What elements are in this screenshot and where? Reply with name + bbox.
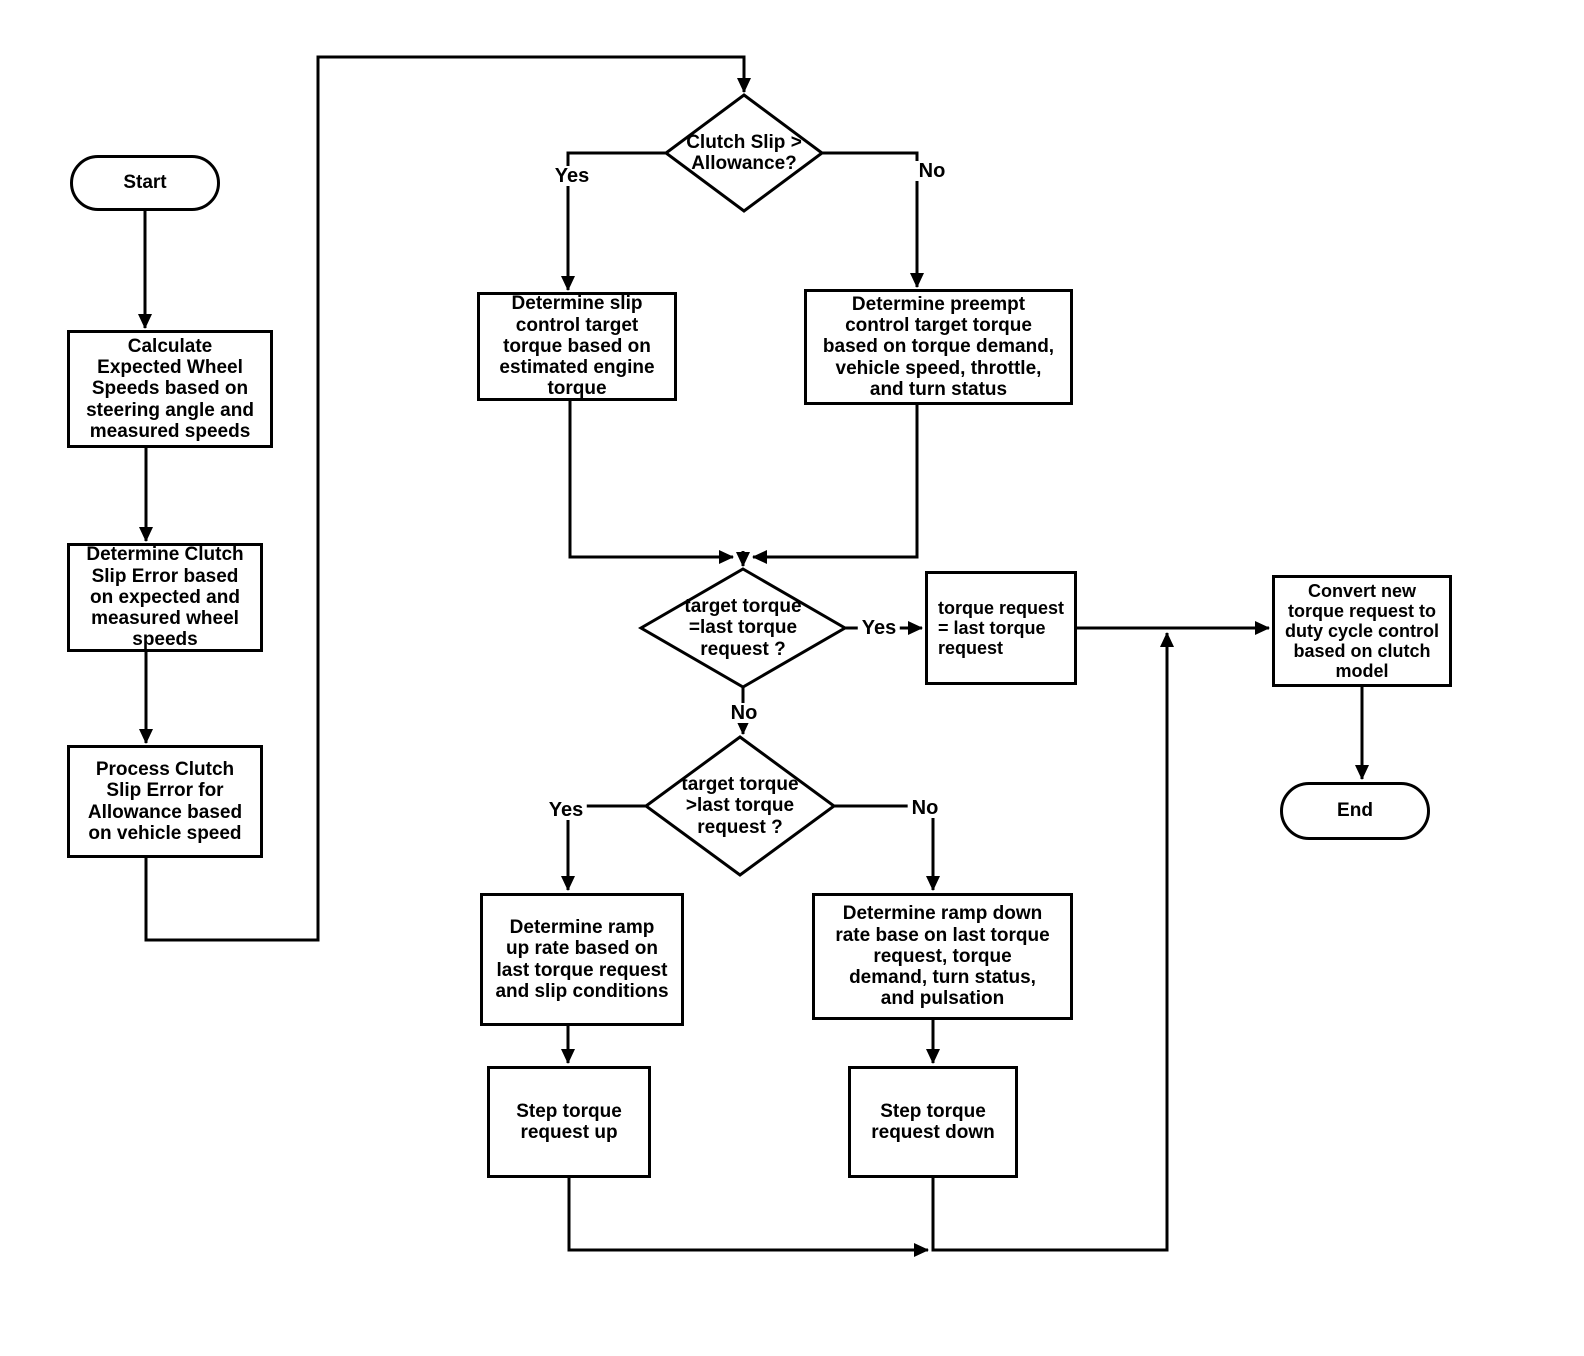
terminator-start-label: Start [123,172,167,194]
process-label: Determine ramp up rate based on last tor… [495,916,669,1002]
process-slip-control-target-torque: Determine slip control target torque bas… [477,292,677,401]
decision-diamond-target-gt-last [643,735,837,877]
terminator-end: End [1280,782,1430,840]
decision-diamond-clutch-slip-allowance [663,93,825,213]
decision-label: target torque =last torque request ? [684,596,802,660]
process-label: Convert new torque request to duty cycle… [1284,580,1440,682]
process-preempt-control-target-torque: Determine preempt control target torque … [804,289,1073,405]
edge-label-eq-last-no: No [726,703,762,723]
terminator-start: Start [70,155,220,211]
process-torque-request-eq-last: torque request = last torque request [925,571,1077,685]
process-label: torque request = last torque request [938,597,1065,659]
decision-label: Clutch Slip > Allowance? [686,131,802,174]
terminator-end-label: End [1337,800,1373,822]
connector-step-up-to-bottom-junction [567,1178,929,1257]
decision-clutch-slip-gt-allowance: Clutch Slip > Allowance? [664,124,824,182]
decision-target-torque-eq-last-request: target torque =last torque request ? [653,594,833,662]
edge-label-allowance-no: No [914,161,950,181]
process-determine-ramp-down-rate: Determine ramp down rate base on last to… [812,893,1073,1020]
connector-decision1-yes-to-slip-control [561,151,666,291]
decision-target-torque-gt-last-request: target torque >last torque request ? [650,772,830,840]
connector-decision1-no-to-preempt [822,151,924,288]
process-step-torque-request-down: Step torque request down [848,1066,1018,1178]
decision-label: target torque >last torque request ? [681,774,799,838]
process-convert-to-duty-cycle: Convert new torque request to duty cycle… [1272,575,1452,687]
edge-label-gt-last-no: No [907,798,943,818]
edge-label-gt-last-yes: Yes [544,800,588,820]
process-label: Determine ramp down rate base on last to… [835,903,1050,1010]
connector-slip-control-to-junction [568,401,734,564]
connector-step-down-to-riser [931,632,1174,1252]
process-label: Step torque request up [516,1100,622,1143]
process-label: Step torque request down [871,1100,995,1143]
process-label: Process Clutch Slip Error for Allowance … [87,758,243,844]
process-label: Determine slip control target torque bas… [499,293,655,400]
edge-label-allowance-yes: Yes [550,166,594,186]
process-label: Determine preempt control target torque … [822,293,1055,400]
process-clutch-slip-error-allowance: Process Clutch Slip Error for Allowance … [67,745,263,858]
edge-label-eq-last-yes: Yes [857,618,901,638]
process-calculate-expected-wheel-speeds: Calculate Expected Wheel Speeds based on… [67,330,273,448]
process-determine-clutch-slip-error: Determine Clutch Slip Error based on exp… [67,543,263,652]
connector-process-loop-to-decision1 [144,55,751,942]
decision-diamond-target-eq-last [638,567,848,689]
process-determine-ramp-up-rate: Determine ramp up rate based on last tor… [480,893,684,1026]
connector-preempt-to-junction [752,405,919,564]
process-step-torque-request-up: Step torque request up [487,1066,651,1178]
process-label: Determine Clutch Slip Error based on exp… [86,544,244,651]
process-label: Calculate Expected Wheel Speeds based on… [86,335,254,442]
